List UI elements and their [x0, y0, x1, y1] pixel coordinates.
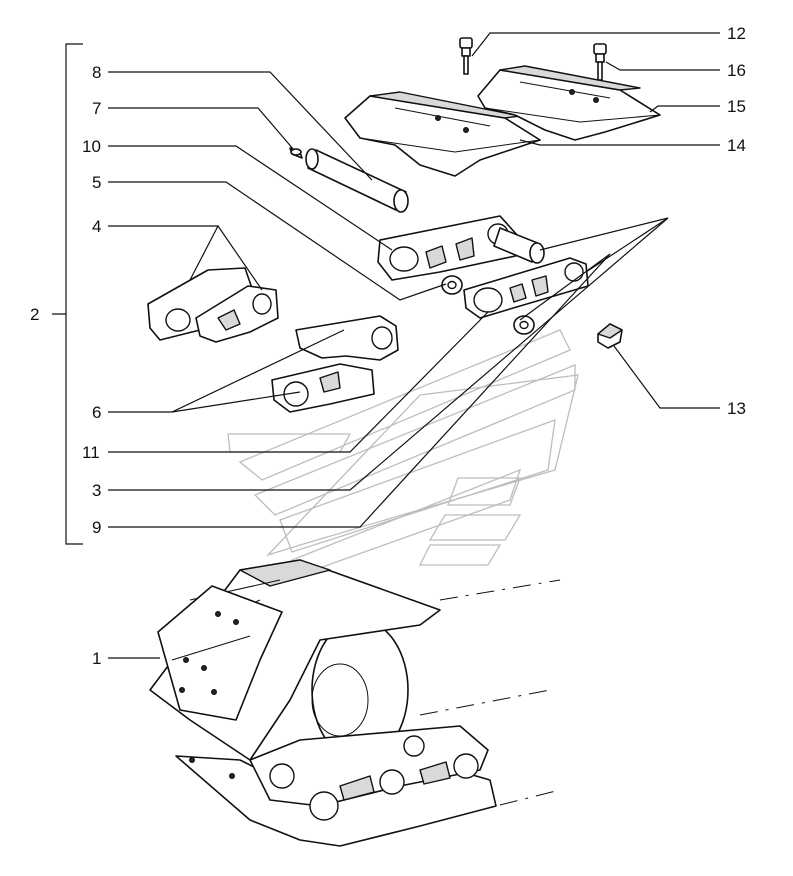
callout-2: 2 [30, 305, 39, 324]
track-shoe-15[interactable] [477, 65, 661, 141]
track-pin-8[interactable] [305, 148, 409, 213]
callout-3: 3 [92, 481, 101, 500]
callout-5: 5 [92, 173, 101, 192]
callout-9: 9 [92, 518, 101, 537]
callout-14: 14 [727, 136, 746, 155]
callout-15: 15 [727, 97, 746, 116]
bushing-11[interactable] [441, 275, 463, 295]
callout-10: 10 [82, 137, 101, 156]
bolt-12[interactable] [459, 37, 473, 75]
spring-pin-7[interactable] [289, 147, 303, 159]
callout-4: 4 [92, 217, 101, 236]
leader-lines [108, 32, 720, 659]
group-bracket [52, 43, 83, 545]
callout-6: 6 [92, 403, 101, 422]
callout-7: 7 [92, 99, 101, 118]
callout-13: 13 [727, 399, 746, 418]
master-link-4[interactable] [147, 267, 279, 343]
callout-16: 16 [727, 61, 746, 80]
track-shoe-14[interactable] [344, 91, 541, 177]
callout-labels: 12 16 15 14 13 8 7 10 5 4 2 6 11 3 9 1 [30, 24, 746, 668]
callout-8: 8 [92, 63, 101, 82]
callout-11: 11 [82, 443, 100, 462]
track-link-3[interactable] [463, 257, 589, 319]
bushing-9[interactable] [513, 315, 535, 335]
master-link-6[interactable] [271, 315, 399, 413]
track-link-10[interactable] [377, 215, 545, 281]
track-assembly-1[interactable] [149, 559, 561, 847]
nut-13[interactable] [597, 323, 623, 349]
callout-12: 12 [727, 24, 746, 43]
bolt-16[interactable] [593, 43, 607, 81]
callout-1: 1 [92, 649, 101, 668]
